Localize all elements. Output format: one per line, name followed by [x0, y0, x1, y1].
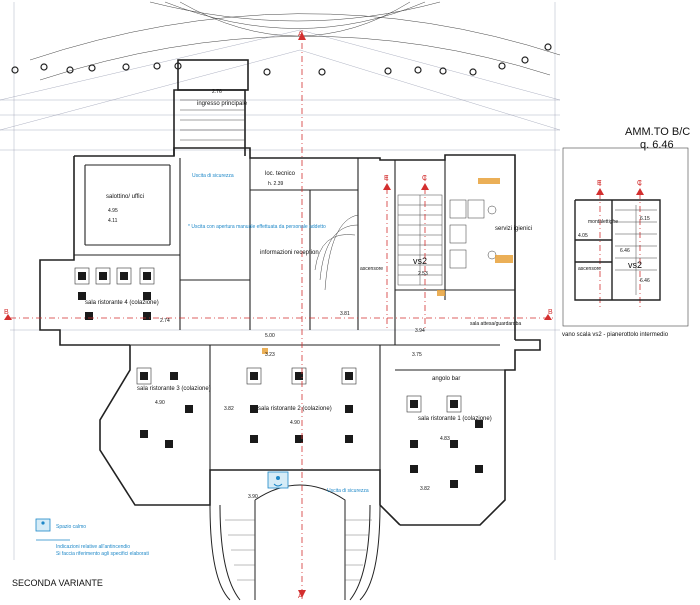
- bottom-stair: [209, 484, 381, 601]
- section-letter-c: C: [422, 175, 427, 182]
- side-heading-1: AMM.TO B/C: [625, 126, 690, 138]
- section-letters: A A B B E C E C: [4, 31, 642, 600]
- legend: Spazio calmo Indicazioni relative all'an…: [36, 524, 149, 557]
- section-markers: [4, 32, 644, 598]
- label-ingresso: ingresso principale: [197, 101, 248, 107]
- bathroom-fixtures: [449, 199, 497, 269]
- level-salottino-1: 4.95: [108, 208, 118, 214]
- level-sala4: 2.74: [160, 318, 170, 324]
- label-loc-tecnico: loc. tecnico: [265, 171, 296, 177]
- interior-walls: [74, 158, 515, 470]
- note-apertura: * Uscita con apertura manuale effettuata…: [188, 224, 326, 230]
- legend-wheelchair-icon: [35, 518, 51, 532]
- side-panel-frame: [562, 147, 689, 327]
- label-reception: informazioni reception: [260, 250, 319, 256]
- label-angolo-bar: angolo bar: [432, 376, 460, 382]
- level-sala1: 4.83: [440, 436, 450, 442]
- spiral-stair: [314, 214, 359, 291]
- svg-text:3.82: 3.82: [224, 406, 234, 412]
- level-sala2: 4.90: [290, 420, 300, 426]
- svg-text:3.75: 3.75: [412, 352, 422, 358]
- note-uscita-bottom: Uscita di sicurezza: [327, 488, 369, 494]
- tables: [78, 272, 483, 488]
- exterior-walls: [39, 59, 541, 526]
- svg-text:3.90: 3.90: [248, 494, 258, 500]
- level-sala3: 4.90: [155, 400, 165, 406]
- side-panel-labels: AMM.TO B/C q. 6.46 vano scala vs2 - pian…: [562, 126, 690, 338]
- terrace-arc: [11, 1, 561, 81]
- grid-lines: [0, 2, 561, 560]
- section-letter-b-right: B: [548, 309, 553, 316]
- side-section-letter-e: E: [597, 180, 602, 187]
- side-panel-walls: [574, 199, 661, 301]
- label-salottino: salottino/ uffici: [106, 194, 144, 200]
- legend-indicazioni-1: Indicazioni relative all'antincendio: [56, 544, 130, 550]
- section-letter-b-left: B: [4, 309, 9, 316]
- entrance-steps: [180, 99, 245, 141]
- safety-notes: Uscita di sicurezza * Uscita con apertur…: [188, 173, 369, 494]
- svg-text:3.94: 3.94: [415, 328, 425, 334]
- label-sala4: sala ristorante 4 (colazione): [85, 300, 159, 306]
- level-figures: 3.81 3.90 3.82 3.82 3.75 3.94 3.23 5.00 …: [224, 271, 430, 500]
- svg-text:3.82: 3.82: [420, 486, 430, 492]
- side-montalettighe: montalettighe: [588, 219, 618, 225]
- section-letter-a-bottom: A: [298, 593, 303, 600]
- label-vs2: vs2: [413, 256, 427, 266]
- svg-text:3.23: 3.23: [265, 352, 275, 358]
- side-vs2: vs2: [628, 260, 642, 270]
- chairs: [74, 267, 462, 413]
- variant-title: SECONDA VARIANTE: [12, 578, 103, 588]
- side-level-1: 4.05: [578, 233, 588, 239]
- side-level-2: 6.15: [640, 216, 650, 222]
- section-lines: [10, 30, 641, 600]
- label-ascensore: ascensore: [360, 266, 383, 272]
- label-sala2: sala ristorante 2 (colazione): [258, 406, 332, 412]
- bottom-stair-treads: [225, 519, 372, 581]
- svg-text:5.00: 5.00: [265, 333, 275, 339]
- side-level-3: 6.46: [620, 248, 630, 254]
- side-section-letter-c: C: [637, 180, 642, 187]
- svg-text:3.81: 3.81: [340, 311, 350, 317]
- note-uscita-top: Uscita di sicurezza: [192, 173, 234, 179]
- side-panel-stairs: [615, 205, 657, 295]
- label-sala1: sala ristorante 1 (colazione): [418, 416, 492, 422]
- label-sala3: sala ristorante 3 (colazione): [137, 386, 211, 392]
- side-heading-2: q. 6.46: [640, 139, 674, 151]
- label-sala-attesa: sala attesa/guardaroba: [470, 321, 521, 327]
- room-labels: ingresso principale 2.76 salottino/ uffi…: [85, 89, 532, 442]
- level-salottino-2: 4.11: [108, 218, 118, 224]
- highlight-marks: [262, 178, 513, 354]
- svg-text:2.53: 2.53: [418, 271, 428, 277]
- staircase-vs2: [397, 194, 443, 286]
- side-ascensore: ascensore: [578, 266, 601, 272]
- level-ingresso: 2.76: [212, 89, 222, 95]
- legend-indicazioni-2: Si faccia riferimento agli specifici ela…: [56, 551, 149, 557]
- side-caption: vano scala vs2 - pianerottolo intermedio: [562, 332, 669, 338]
- level-loc-tecnico: h. 2.39: [268, 181, 284, 187]
- legend-spazio-calmo: Spazio calmo: [56, 524, 86, 530]
- side-level-4: 6.46: [640, 278, 650, 284]
- wheelchair-icon: [267, 471, 289, 489]
- section-letter-a-top: A: [298, 31, 303, 38]
- label-servizi: servizi igienici: [495, 226, 532, 232]
- section-letter-e: E: [384, 175, 389, 182]
